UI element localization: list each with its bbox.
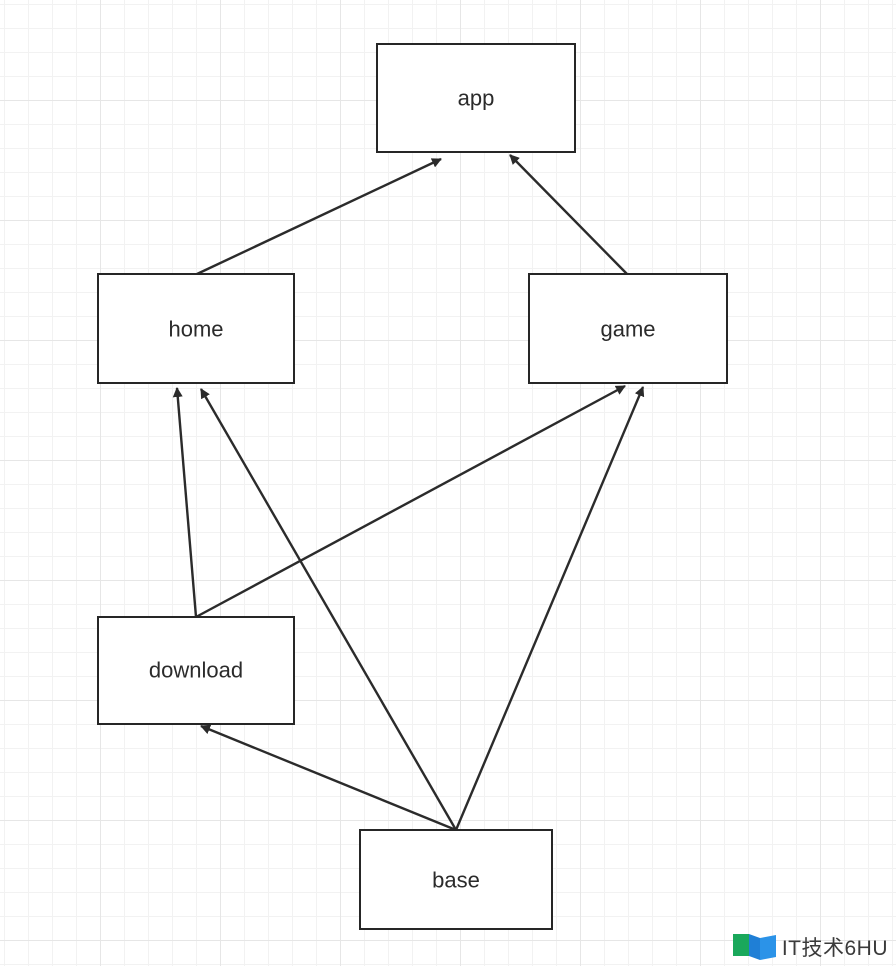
edge-game-to-app (509, 154, 628, 275)
node-app-label: app (458, 86, 495, 111)
watermark: IT技术6HU (732, 930, 888, 964)
edge-base-to-download (200, 724, 457, 832)
node-download-label: download (149, 658, 243, 683)
node-game[interactable]: game (528, 273, 728, 384)
edge-download-to-game (195, 384, 626, 619)
book-logo-icon (732, 930, 778, 965)
edge-base-to-game (454, 386, 645, 831)
watermark-text: IT技术6HU (781, 937, 888, 960)
edge-home-to-app (196, 157, 442, 276)
node-base[interactable]: base (359, 829, 553, 930)
edges (172, 154, 645, 832)
node-game-label: game (600, 317, 655, 342)
node-app[interactable]: app (376, 43, 576, 153)
edge-download-to-home (172, 387, 198, 618)
node-base-label: base (432, 868, 480, 893)
node-download[interactable]: download (97, 616, 295, 725)
node-home[interactable]: home (97, 273, 295, 384)
edge-base-to-home (199, 388, 458, 831)
node-home-label: home (168, 317, 223, 342)
